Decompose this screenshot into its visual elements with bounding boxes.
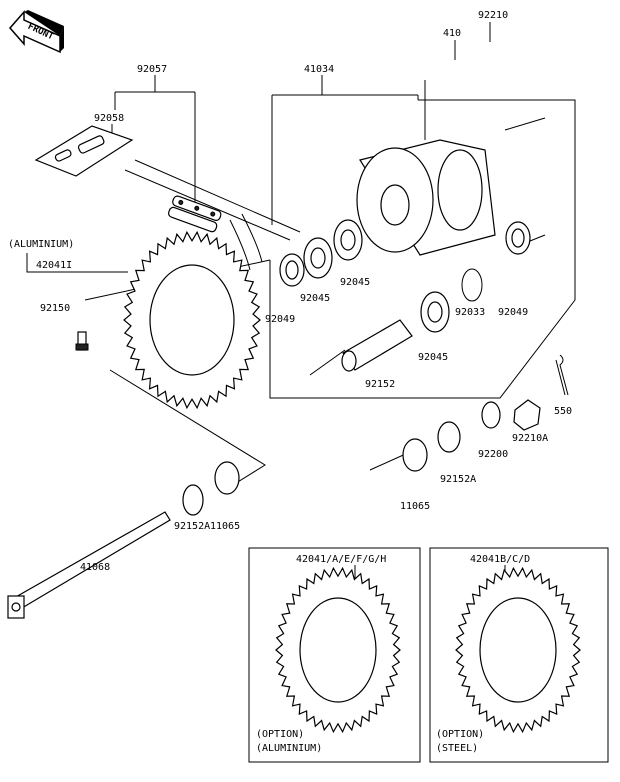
label-410: 410	[443, 28, 461, 39]
label-92057: 92057	[137, 64, 167, 75]
label-42041I: 42041I	[36, 260, 72, 271]
label-option: (OPTION)	[256, 729, 304, 740]
label-option: (OPTION)	[436, 729, 484, 740]
master-link	[34, 125, 134, 177]
axle-41068	[7, 511, 171, 619]
label-92152: 92152	[365, 379, 395, 390]
label-option-material: (STEEL)	[436, 743, 478, 754]
label-92045: 92045	[340, 277, 370, 288]
bolt-92150	[75, 331, 89, 351]
label-option-part: 42041/A/E/F/G/H	[296, 554, 386, 565]
option-box-aluminium	[248, 547, 421, 763]
label-92150: 92150	[40, 303, 70, 314]
label-option-material: (ALUMINIUM)	[256, 743, 322, 754]
label-92049: 92049	[498, 307, 528, 318]
label-92045: 92045	[300, 293, 330, 304]
label-550: 550	[554, 406, 572, 417]
label-92033: 92033	[455, 307, 485, 318]
front-arrow-icon: FRONT	[9, 10, 64, 54]
wheel-hub	[356, 139, 496, 256]
label-option-part: 42041B/C/D	[470, 554, 530, 565]
label-aluminium: (ALUMINIUM)	[8, 239, 74, 250]
option-box-steel	[429, 547, 609, 763]
label-92210A: 92210A	[512, 433, 548, 444]
label-11065: 11065	[210, 521, 240, 532]
label-92049: 92049	[265, 314, 295, 325]
label-92200: 92200	[478, 449, 508, 460]
rear-sprocket	[123, 230, 261, 410]
label-11065: 11065	[400, 501, 430, 512]
label-92152A: 92152A	[440, 474, 476, 485]
label-41034: 41034	[304, 64, 334, 75]
option-sprocket-aluminium	[275, 566, 401, 734]
label-92045: 92045	[418, 352, 448, 363]
bearings-seals	[182, 219, 569, 516]
label-92058: 92058	[94, 113, 124, 124]
label-92152A: 92152A	[174, 521, 210, 532]
label-92210: 92210	[478, 10, 508, 21]
label-41068: 41068	[80, 562, 110, 573]
chain	[124, 159, 301, 271]
option-sprocket-steel	[455, 566, 581, 734]
part-labels: 92210 410 92057 41034 92058 (ALUMINIUM) …	[8, 10, 572, 754]
